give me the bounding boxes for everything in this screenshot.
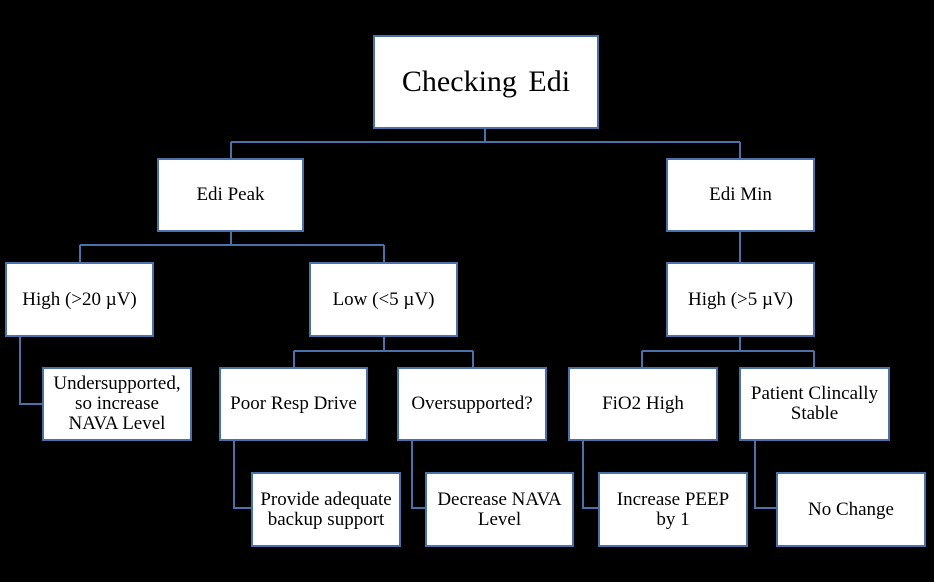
root-node-label: Checking Edi [401, 65, 571, 98]
connector-fio2-to-peep [582, 440, 599, 509]
node-undersupported-label: Undersupported, so increase NAVA Level [53, 373, 181, 434]
node-edi-min: Edi Min [666, 158, 815, 232]
connector-poor-resp-to-backup [233, 440, 252, 509]
node-backup-support: Provide adequate backup support [251, 472, 401, 547]
node-poor-resp-drive-label: Poor Resp Drive [230, 393, 357, 414]
node-edi-peak-label: Edi Peak [196, 184, 265, 205]
node-decrease-nava-label: Decrease NAVA Level [437, 488, 562, 530]
node-increase-peep: Increase PEEP by 1 [598, 472, 748, 547]
node-edi-min-label: Edi Min [709, 184, 772, 205]
node-low-peak-label: Low (<5 µV) [332, 288, 435, 310]
node-undersupported: Undersupported, so increase NAVA Level [42, 367, 192, 441]
node-fio2-high-label: FiO2 High [602, 393, 684, 414]
root-node-checking-edi: Checking Edi [373, 35, 599, 129]
node-high-peak-label: High (>20 µV) [22, 288, 137, 310]
node-increase-peep-label: Increase PEEP by 1 [616, 488, 730, 530]
node-oversupported-label: Oversupported? [411, 393, 533, 414]
node-decrease-nava: Decrease NAVA Level [425, 472, 574, 547]
node-oversupported: Oversupported? [397, 367, 547, 441]
node-edi-peak: Edi Peak [157, 158, 304, 232]
node-high-min-label: High (>5 µV) [687, 288, 794, 310]
node-backup-support-label: Provide adequate backup support [260, 488, 392, 530]
node-patient-clinically-stable-label: Patient Clincally Stable [750, 383, 879, 424]
node-high-min: High (>5 µV) [666, 262, 815, 337]
connector-stable-to-nochange [754, 440, 777, 509]
connector-high-to-undersupported [19, 336, 42, 405]
node-high-peak: High (>20 µV) [5, 262, 154, 337]
node-patient-clinically-stable: Patient Clincally Stable [739, 367, 890, 441]
node-fio2-high: FiO2 High [568, 367, 718, 441]
node-low-peak: Low (<5 µV) [309, 262, 458, 337]
node-poor-resp-drive: Poor Resp Drive [219, 367, 368, 441]
node-no-change-label: No Change [807, 498, 894, 520]
node-no-change: No Change [776, 472, 926, 547]
connector-oversupported-to-decrease [411, 440, 426, 509]
